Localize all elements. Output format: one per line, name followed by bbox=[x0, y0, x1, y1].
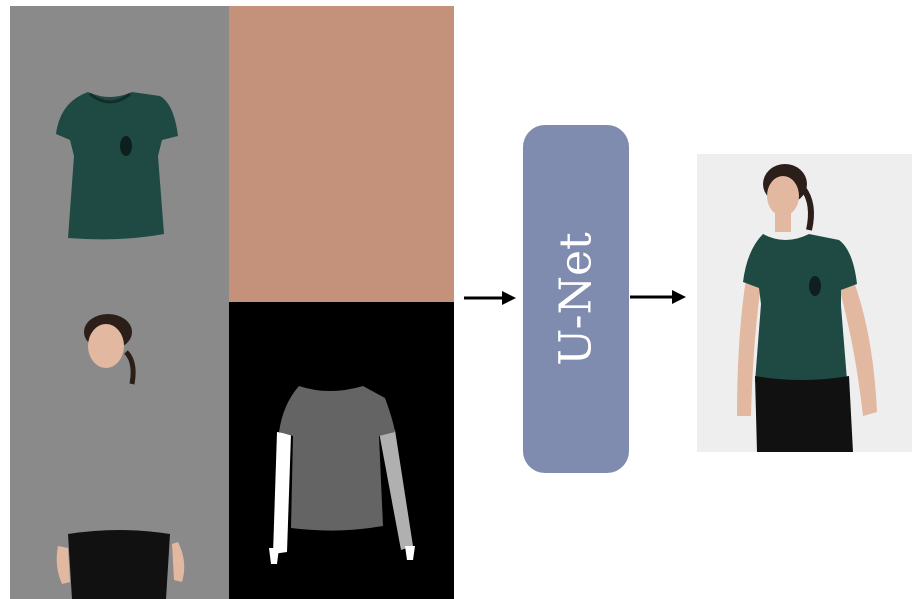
out-ponytail bbox=[803, 188, 811, 230]
head-ponytail bbox=[126, 352, 133, 384]
skin-color-panel bbox=[229, 6, 454, 302]
unet-label: U-Net bbox=[551, 232, 602, 365]
out-shirt-pocket bbox=[809, 276, 821, 296]
segmentation-mask-panel bbox=[229, 302, 454, 599]
seg-torso bbox=[279, 386, 395, 531]
unet-block: U-Net bbox=[523, 125, 629, 473]
head-face bbox=[88, 324, 124, 368]
shirt-pocket bbox=[120, 136, 132, 156]
segmentation-figure bbox=[229, 302, 454, 599]
seg-right-arm bbox=[379, 430, 413, 550]
left-hand bbox=[57, 546, 70, 584]
out-shirt bbox=[743, 234, 857, 386]
input-arrow bbox=[462, 286, 518, 310]
seg-right-hand bbox=[405, 546, 415, 560]
out-trousers bbox=[755, 376, 853, 452]
output-person-figure bbox=[697, 154, 912, 452]
garment-head-legs-figure bbox=[10, 6, 229, 599]
right-hand bbox=[172, 542, 184, 582]
shirt-shape bbox=[56, 92, 178, 239]
seg-left-hand bbox=[269, 548, 279, 564]
out-neck bbox=[775, 212, 791, 232]
seg-left-arm bbox=[273, 432, 291, 554]
input-garment-panel bbox=[10, 6, 229, 599]
out-face bbox=[767, 176, 799, 216]
legs bbox=[68, 530, 170, 599]
output-person-photo bbox=[697, 154, 912, 452]
output-arrow bbox=[630, 285, 690, 309]
